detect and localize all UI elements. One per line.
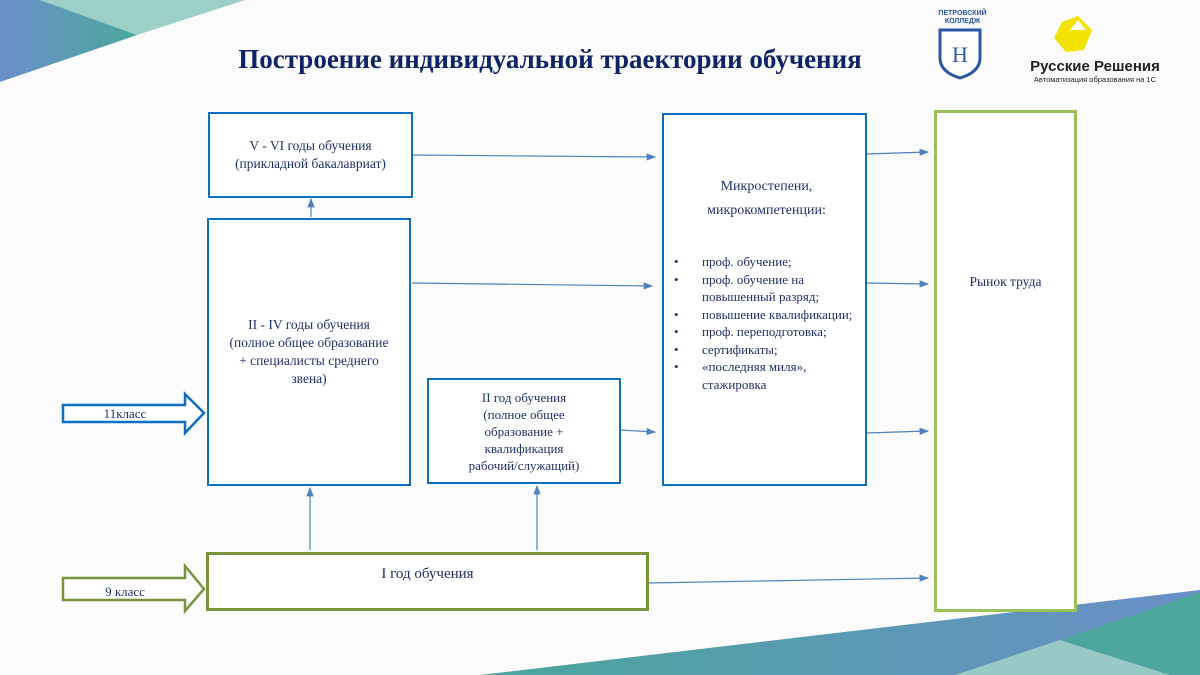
- box-line: (прикладной бакалавриат): [235, 156, 386, 171]
- entry-label-9: 9 класс: [105, 584, 145, 599]
- connector: [619, 427, 657, 436]
- box-year-1: I год обучения: [206, 552, 649, 611]
- connector: [865, 280, 930, 288]
- box-line: I год обучения: [381, 566, 474, 582]
- box-labor-market: Рынок труда: [934, 110, 1077, 612]
- connector: [647, 574, 930, 584]
- connector: [865, 427, 930, 435]
- box-line: Рынок труда: [969, 274, 1042, 289]
- box-years-5-6: V - VI годы обучения (прикладной бакалав…: [208, 112, 413, 198]
- box-line: + специалисты среднего: [239, 353, 379, 368]
- box-micro-degrees: Микростепени, микрокомпетенции: проф. об…: [662, 113, 867, 486]
- connector: [865, 148, 930, 156]
- list-item: «последняя миля», стажировка: [672, 358, 861, 393]
- box-line: (полное общее образование: [229, 335, 389, 350]
- connector: [411, 153, 657, 161]
- entry-label-11: 11класс: [103, 406, 147, 421]
- partner-logo-mark: [1054, 16, 1092, 52]
- box-line: квалификация: [484, 440, 564, 456]
- college-shield: [938, 28, 982, 80]
- entry-arrow-11: [61, 390, 206, 437]
- list-item: повышение квалификации;: [672, 306, 861, 324]
- box-line: II год обучения: [481, 389, 567, 405]
- svg-text:Н: Н: [952, 42, 968, 67]
- micro-list: проф. обучение; проф. обучение на повыше…: [672, 253, 861, 393]
- box-line: (полное общее: [483, 406, 565, 422]
- college-logo: ПЕТРОВСКИЙ КОЛЛЕДЖ: [938, 10, 987, 25]
- page-title: Построение индивидуальной траектории обу…: [238, 44, 862, 74]
- box-years-2-4: II - IV годы обучения (полное общее обра…: [207, 218, 411, 486]
- box-line: звена): [291, 371, 327, 386]
- box-line: II - IV годы обучения: [248, 317, 370, 332]
- micro-heading: Микростепени, микрокомпетенции:: [707, 179, 826, 218]
- box-line: V - VI годы обучения: [249, 138, 372, 153]
- decor-triangle-bottom-light: [955, 640, 1170, 675]
- entry-arrow-9: [61, 562, 206, 615]
- decor-triangle-dark: [0, 0, 137, 82]
- box-line: образование +: [484, 423, 564, 439]
- list-item: проф. обучение на повышенный разряд;: [672, 271, 861, 306]
- list-item: проф. обучение;: [672, 253, 861, 271]
- decor-triangle-light: [40, 0, 245, 35]
- partner-logo: Русские Решения Автоматизация образовани…: [1030, 58, 1160, 84]
- box-line: рабочий/служащий): [468, 457, 580, 473]
- list-item: проф. переподготовка;: [672, 323, 861, 341]
- decor-triangle-bottom-teal: [1060, 592, 1200, 675]
- list-item: сертификаты;: [672, 341, 861, 359]
- box-year-2: II год обучения (полное общее образовани…: [427, 378, 621, 484]
- connector: [411, 282, 654, 290]
